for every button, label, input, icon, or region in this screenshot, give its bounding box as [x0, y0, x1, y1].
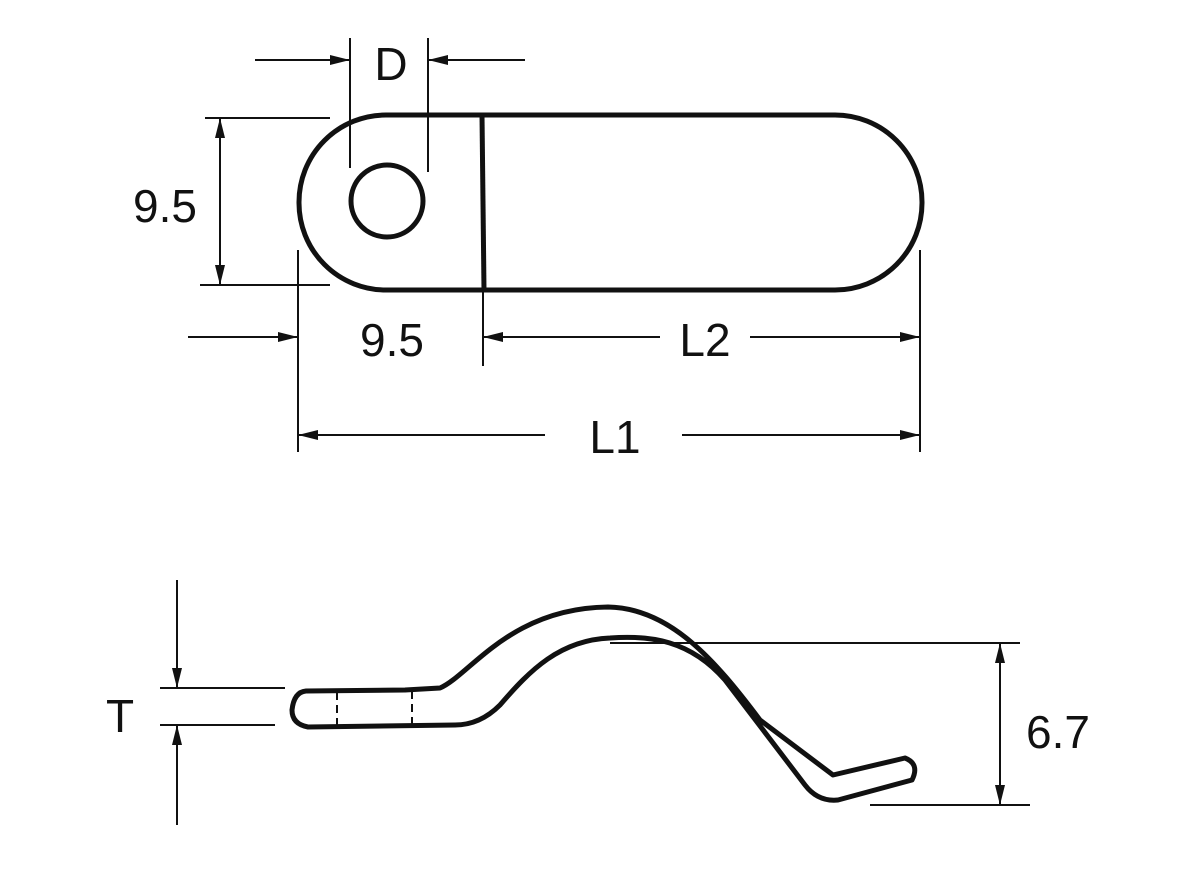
- dim-t-label: T: [106, 690, 134, 742]
- dim-l1-label: L1: [589, 411, 640, 463]
- dim-height-label: 6.7: [1026, 706, 1090, 758]
- mounting-hole: [348, 162, 426, 240]
- dim-width-label: 9.5: [133, 180, 197, 232]
- bend-line: [479, 114, 487, 291]
- dim-d-label: D: [374, 38, 407, 90]
- part-profile: [289, 604, 918, 803]
- dim-end-label: 9.5: [360, 314, 424, 366]
- dim-l2-label: L2: [679, 314, 730, 366]
- part-outline: [296, 112, 925, 293]
- top-view: D 9.5 9.5 L2 L1: [133, 38, 925, 463]
- side-view: T 6.7: [106, 580, 1090, 825]
